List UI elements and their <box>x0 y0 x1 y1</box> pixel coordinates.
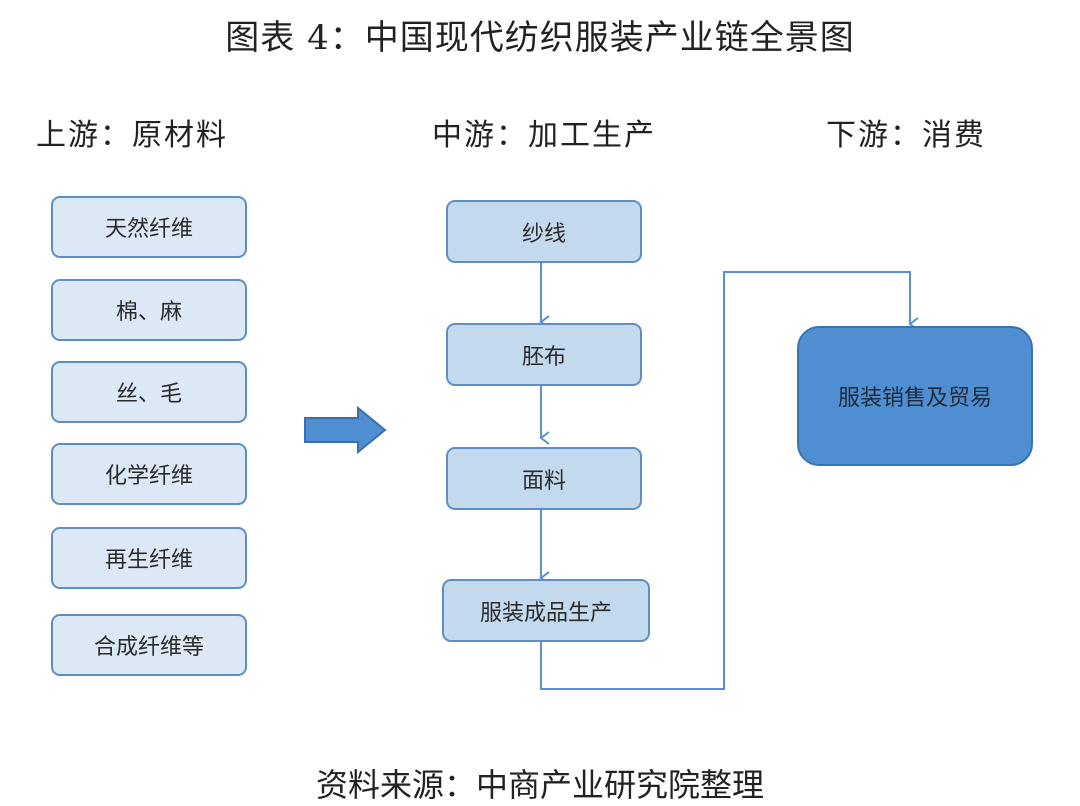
raw-material-natural-fiber: 天然纤维 <box>51 196 247 258</box>
raw-material-chemical-fiber: 化学纤维 <box>51 443 247 505</box>
figure-title: 图表 4：中国现代纺织服装产业链全景图 <box>225 18 855 58</box>
downstream-sales-trade: 服装销售及贸易 <box>797 326 1033 466</box>
upstream-heading: 上游：原材料 <box>36 118 228 153</box>
arrow-garment-to-sales <box>540 271 919 690</box>
upstream-to-midstream-arrow <box>304 405 387 455</box>
process-step-yarn: 纱线 <box>446 200 642 263</box>
process-step-garment-production: 服装成品生产 <box>442 579 650 642</box>
process-step-fabric: 面料 <box>446 447 642 510</box>
midstream-heading: 中游：加工生产 <box>432 118 656 153</box>
process-step-greige: 胚布 <box>446 323 642 386</box>
raw-material-silk-wool: 丝、毛 <box>51 361 247 423</box>
raw-material-recycled-fiber: 再生纤维 <box>51 527 247 589</box>
source-note: 资料来源：中商产业研究院整理 <box>315 766 764 804</box>
raw-material-synthetic-fiber: 合成纤维等 <box>51 614 247 676</box>
downstream-heading: 下游：消费 <box>826 118 986 153</box>
raw-material-cotton-linen: 棉、麻 <box>51 279 247 341</box>
